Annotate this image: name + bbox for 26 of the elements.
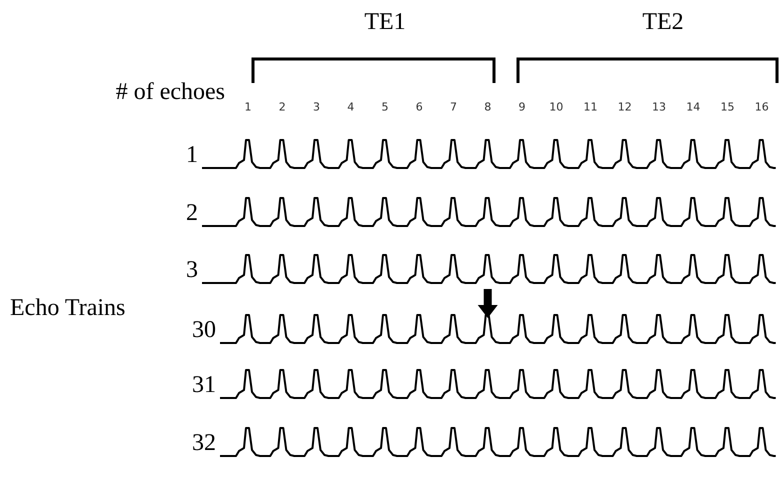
echo-number: 14 — [686, 102, 700, 112]
echo-number: 7 — [450, 102, 457, 112]
echo-number: 11 — [584, 102, 598, 112]
row-number: 30 — [192, 318, 216, 342]
echo-number: 6 — [416, 102, 423, 112]
row-number: 2 — [186, 201, 198, 225]
echo-number: 10 — [549, 102, 564, 112]
echo-number: 12 — [618, 102, 632, 112]
row-number: 32 — [192, 431, 216, 455]
echo-number: 5 — [382, 102, 388, 112]
echo-number: 2 — [278, 102, 286, 112]
echo-number: 13 — [652, 102, 666, 112]
axis-title: Echo Trains — [10, 296, 126, 320]
echo-number: 3 — [313, 102, 320, 112]
row-number: 31 — [192, 373, 216, 397]
row-number: 3 — [186, 258, 198, 282]
echo-number: 9 — [518, 102, 526, 112]
echo-number: 15 — [720, 102, 734, 112]
axis-title: # of echoes — [116, 80, 225, 104]
echo-number: 8 — [484, 102, 492, 112]
bracket-label: TE2 — [642, 10, 684, 34]
row-number: 1 — [186, 143, 198, 167]
echo-number: 16 — [754, 102, 769, 112]
echo-number: 4 — [347, 102, 354, 112]
bracket-label: TE1 — [364, 10, 406, 34]
echo-number: 1 — [244, 102, 252, 112]
